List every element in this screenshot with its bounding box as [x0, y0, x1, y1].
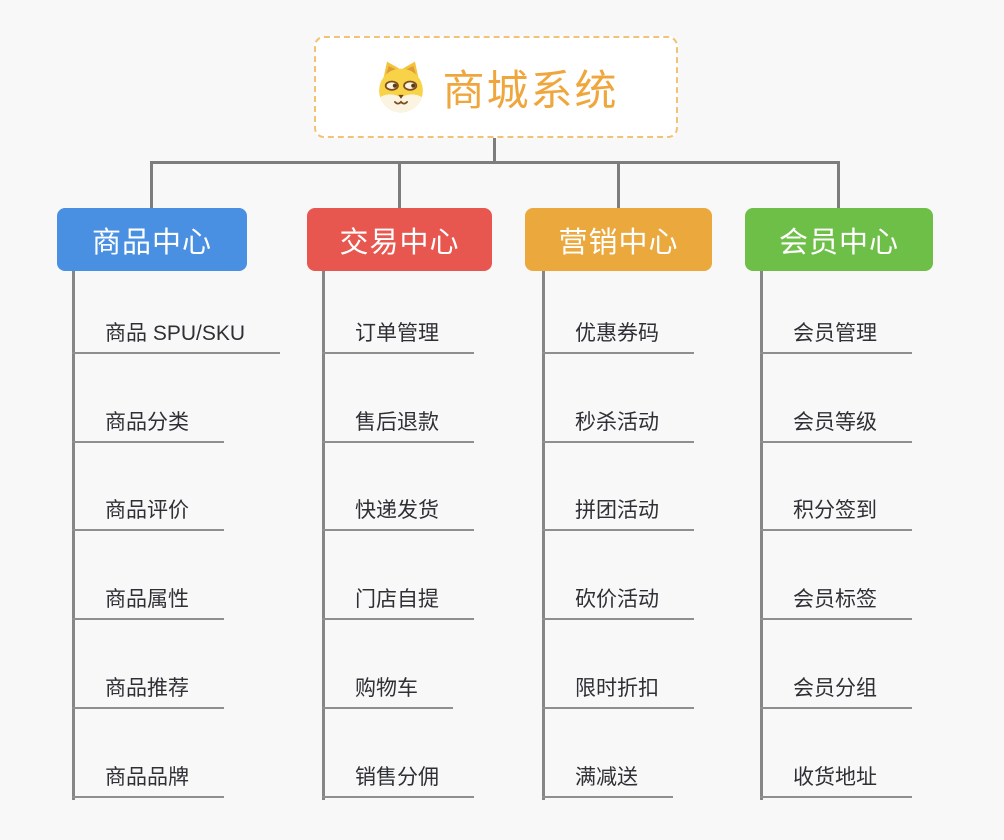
branch-label: 会员中心 [778, 226, 899, 259]
leaf-item[interactable]: 商品分类 [72, 404, 224, 443]
leaf-item[interactable]: 积分签到 [760, 492, 912, 531]
branch-label: 商品中心 [91, 226, 212, 259]
leaf-item[interactable]: 销售分佣 [322, 759, 474, 798]
leaf-item[interactable]: 拼团活动 [542, 492, 694, 531]
branch-label: 交易中心 [339, 226, 460, 259]
leaf-item[interactable]: 限时折扣 [542, 670, 694, 709]
shiba-dog-icon [379, 61, 424, 113]
leaf-item[interactable]: 门店自提 [322, 581, 474, 620]
leaf-item[interactable]: 满减送 [542, 759, 673, 798]
connector-drop [398, 161, 401, 208]
leaf-item[interactable]: 优惠券码 [542, 315, 694, 354]
connector-drop [837, 161, 840, 208]
leaf-item[interactable]: 商品属性 [72, 581, 224, 620]
branch-trunk-line [542, 271, 545, 800]
leaf-item[interactable]: 订单管理 [322, 315, 474, 354]
leaf-item[interactable]: 快递发货 [322, 492, 474, 531]
branch-node-trade-center[interactable]: 交易中心 [307, 208, 492, 271]
leaf-item[interactable]: 会员分组 [760, 670, 912, 709]
leaf-item[interactable]: 商品评价 [72, 492, 224, 531]
connector-horizontal [150, 161, 840, 164]
branch-node-goods-center[interactable]: 商品中心 [57, 208, 247, 271]
branch-trunk-line [760, 271, 763, 800]
leaf-item[interactable]: 商品品牌 [72, 759, 224, 798]
connector-drop [617, 161, 620, 208]
branch-node-member-center[interactable]: 会员中心 [745, 208, 933, 271]
branch-trunk-line [72, 271, 75, 800]
branch-node-marketing-center[interactable]: 营销中心 [525, 208, 712, 271]
branch-trunk-line [322, 271, 325, 800]
leaf-item[interactable]: 商品推荐 [72, 670, 224, 709]
leaf-item[interactable]: 商品 SPU/SKU [72, 315, 281, 354]
leaf-item[interactable]: 会员管理 [760, 315, 912, 354]
leaf-item[interactable]: 售后退款 [322, 404, 474, 443]
root-node[interactable]: 商城系统 [314, 36, 678, 138]
connector-drop [150, 161, 153, 208]
root-title: 商城系统 [442, 66, 619, 114]
leaf-item[interactable]: 购物车 [322, 670, 453, 709]
leaf-item[interactable]: 收货地址 [760, 759, 912, 798]
branch-label: 营销中心 [558, 226, 679, 259]
leaf-item[interactable]: 会员标签 [760, 581, 912, 620]
connector-root-stub [493, 137, 496, 164]
leaf-item[interactable]: 砍价活动 [542, 581, 694, 620]
leaf-item[interactable]: 秒杀活动 [542, 404, 694, 443]
leaf-item[interactable]: 会员等级 [760, 404, 912, 443]
